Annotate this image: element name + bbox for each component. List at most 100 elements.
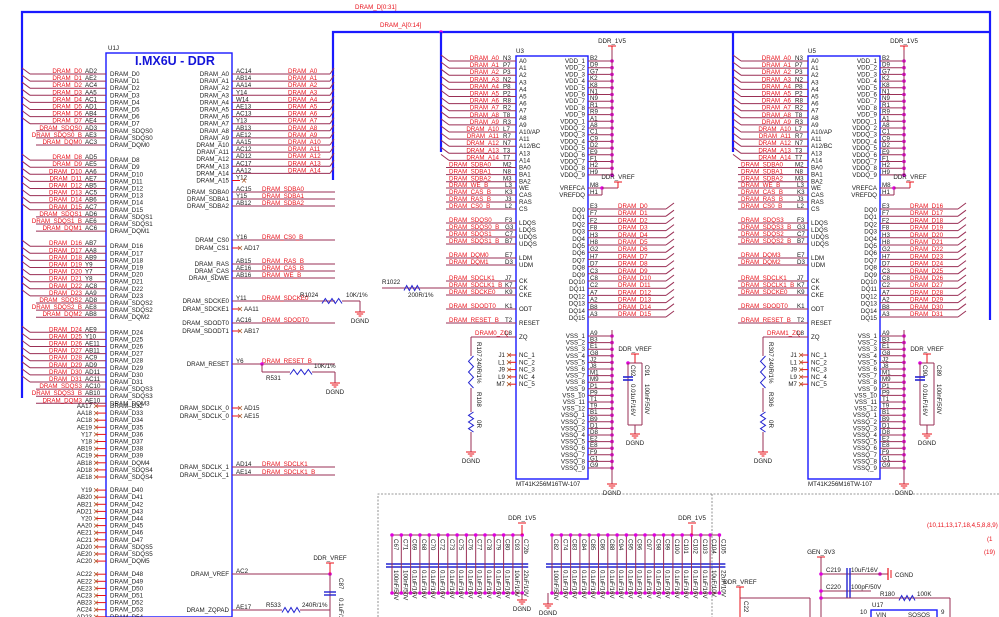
- pin-number: AB21: [77, 501, 93, 508]
- junction-dot: [446, 533, 450, 537]
- pin-number: J2: [882, 356, 889, 363]
- bus-entry: [732, 111, 742, 119]
- pin-number: G7: [590, 68, 599, 75]
- junction-dot: [819, 572, 823, 576]
- pin-number: AB10: [85, 390, 101, 397]
- net-label: DRAM_D3: [618, 225, 648, 232]
- pin-name: VSSQ_2: [853, 419, 878, 426]
- no-connect-icon: [506, 367, 512, 372]
- no-connect-icon: [506, 381, 512, 387]
- pin-number: AB23: [77, 600, 93, 607]
- pin-number: K3: [505, 189, 513, 196]
- pin-number: AC24: [77, 607, 93, 614]
- pin-name: VDD_6: [857, 92, 878, 99]
- pin-name: RAS: [519, 199, 532, 206]
- net-label: DRAM_SDQS0: [39, 125, 82, 132]
- pin-name: VSS_9: [858, 386, 878, 393]
- net-label: DRAM_A1: [762, 62, 792, 69]
- pin-number: B7: [797, 238, 805, 245]
- bus-entry: [732, 146, 742, 154]
- pin-number: K7: [797, 282, 805, 289]
- net-label: DRAM_SDQS0: [449, 217, 492, 224]
- zq-resistor-icon: [759, 411, 767, 433]
- junction-dot: [708, 591, 712, 595]
- ic-ref: U17: [872, 602, 884, 609]
- pin-name: DRAM_D22: [110, 286, 144, 293]
- pin-name: DQ1: [864, 214, 877, 221]
- pin-number: G3: [505, 224, 514, 231]
- pin-number: D1: [590, 422, 598, 429]
- pin-name: VSSQ_5: [853, 439, 878, 446]
- pin-number: H8: [882, 239, 890, 246]
- pin-name: DRAM_SDQS3: [110, 393, 153, 400]
- net-label: DRAM_D15: [49, 204, 83, 211]
- pin-name: DRAM_A4: [200, 99, 230, 106]
- no-connect-icon: [93, 530, 99, 535]
- pin-number: R9: [590, 109, 598, 116]
- pin-name: DRAM_DQM2: [110, 314, 150, 321]
- pin-name: DRAM_D20: [110, 272, 144, 279]
- junction-dot: [455, 591, 459, 595]
- pin-number: Y17: [81, 431, 93, 438]
- pin-number: Y6: [236, 358, 244, 365]
- pin-number: G9: [590, 462, 599, 469]
- pin-name: NC_2: [811, 359, 827, 366]
- resistor-ref: R1024: [300, 292, 319, 299]
- pin-name: A8: [811, 115, 819, 122]
- net-label: DRAM_D25: [49, 333, 83, 340]
- no-connect-icon: [798, 381, 804, 387]
- junction-dot: [615, 533, 619, 537]
- pin-number: G9: [882, 462, 891, 469]
- pin-name: VDD_3: [565, 71, 586, 78]
- pin-number: A9: [882, 330, 890, 337]
- net-label: DRAM_SDODT0: [741, 303, 788, 310]
- no-connect-icon: [798, 367, 804, 372]
- bus-entry: [329, 67, 335, 75]
- net-label: DRAM_A14: [758, 154, 791, 161]
- pin-name: DRAM_D14: [110, 200, 144, 207]
- net-label: DRAM_D29: [49, 362, 83, 369]
- net-label: DRAM_D12: [49, 183, 83, 190]
- pin-name: DRAM_D52: [110, 600, 144, 607]
- junction-dot: [399, 591, 404, 595]
- bus-entry: [21, 67, 31, 75]
- pin-number: AE3: [85, 132, 97, 139]
- no-connect-icon: [93, 410, 99, 416]
- cap-ref: C75: [457, 539, 464, 551]
- net-label: DRAM_D12: [618, 289, 652, 296]
- pin-number: K9: [797, 289, 805, 296]
- junction-dot: [568, 591, 573, 595]
- pin-name: DQ11: [569, 286, 585, 293]
- pin-name: VDDQ_7: [560, 159, 585, 166]
- pin-name: VDDQ_1: [852, 118, 877, 125]
- pin-number: H9: [882, 169, 890, 176]
- net-label: DRAM_A13: [466, 147, 499, 154]
- pin-name: DRAM_D27: [110, 351, 144, 358]
- net-label: DRAM_D17: [910, 210, 944, 217]
- pin-number: P1: [882, 383, 890, 390]
- cap-ref: C72: [439, 539, 446, 551]
- pin-number: AC19: [77, 453, 93, 460]
- pin-number: C8: [882, 275, 890, 282]
- cap-value: 0.1uF/16V: [466, 570, 473, 599]
- pin-name: DRAM_D8: [110, 157, 140, 164]
- bus-entry: [440, 118, 450, 126]
- net-label: DRAM_D24: [910, 261, 944, 268]
- pin-number: A1: [590, 115, 598, 122]
- net-label: DRAM_D10: [618, 275, 652, 282]
- bus-entry: [21, 153, 31, 161]
- net-label: DRAM_SDQS3: [39, 383, 82, 390]
- net-label: DRAM_D26: [910, 275, 944, 282]
- bus-entry: [21, 96, 31, 103]
- pin-name: DRAM_D25: [110, 336, 144, 343]
- chip-ref: U3: [516, 48, 524, 55]
- junction-dot: [643, 533, 647, 537]
- pin-number: E9: [590, 149, 598, 156]
- net-label: DRAM_DQM1: [42, 225, 82, 232]
- pin-name: VSSQ_5: [561, 439, 586, 446]
- junction-dot: [473, 533, 478, 537]
- pin-name: DRAM_SDQS5: [110, 551, 153, 558]
- pin-name: A5: [519, 94, 527, 101]
- pin-name: DRAM_SDQS1: [110, 221, 153, 228]
